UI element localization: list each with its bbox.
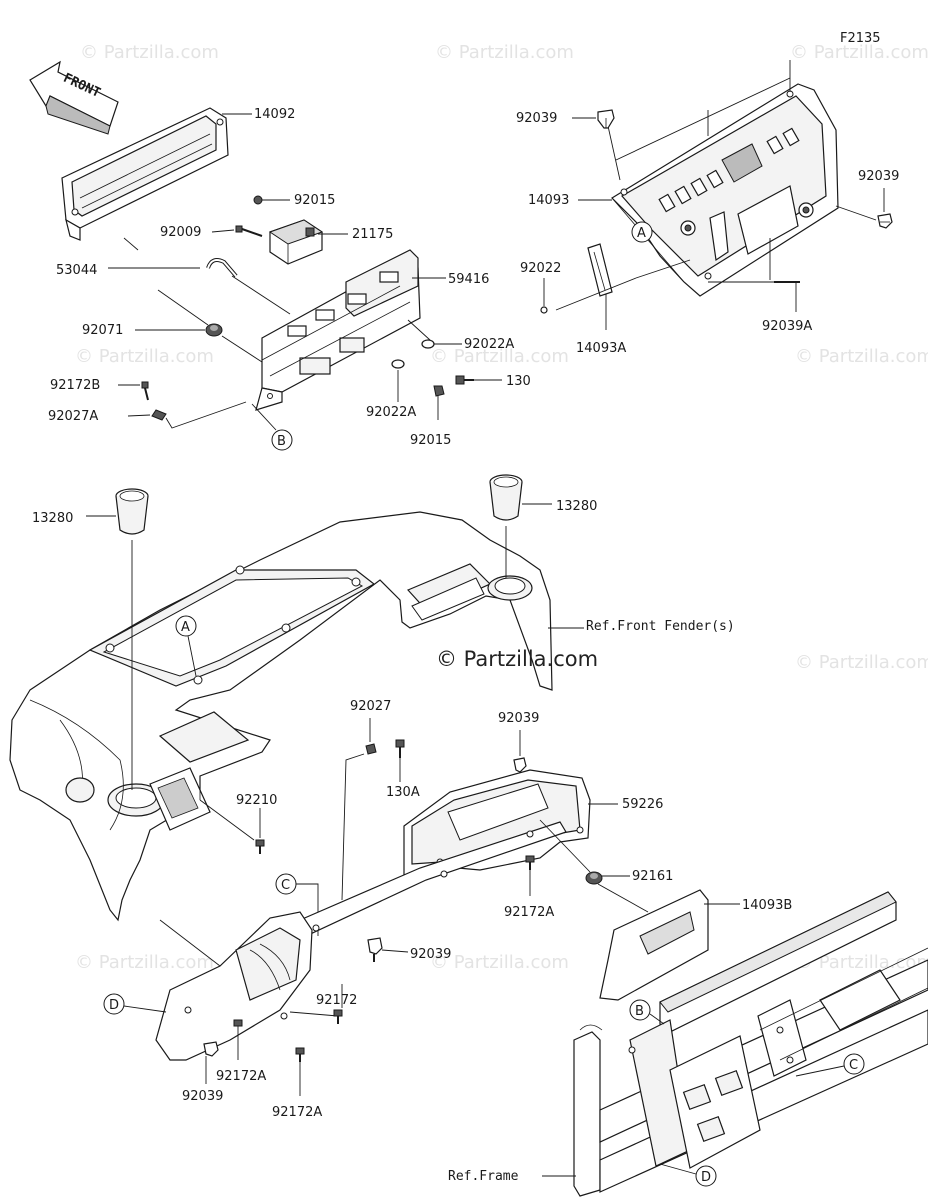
screw-92210-icon bbox=[255, 839, 265, 854]
front-arrow-icon: FRONT bbox=[29, 60, 119, 135]
ref-marker-b bbox=[271, 429, 293, 451]
callout-92022: 92022 bbox=[520, 261, 561, 276]
nut-92027-icon bbox=[365, 743, 377, 755]
bolt-130A-icon bbox=[395, 739, 405, 758]
callout-92172B: 92172B bbox=[50, 378, 100, 393]
ref-b-label: B bbox=[277, 434, 286, 449]
watermark: © Partzilla.com bbox=[430, 346, 569, 367]
callout-92027: 92027 bbox=[350, 699, 391, 714]
callout-92015-bottom: 92015 bbox=[410, 433, 451, 448]
callout-92009: 92009 bbox=[160, 225, 201, 240]
callout-92022A-bottom: 92022A bbox=[366, 405, 416, 420]
callout-92172A-bottom: 92172A bbox=[272, 1105, 322, 1120]
callout-92172: 92172 bbox=[316, 993, 357, 1008]
dashboard-body bbox=[9, 511, 553, 922]
nut-92015-icon bbox=[433, 385, 445, 397]
watermark: © Partzilla.com bbox=[795, 346, 928, 367]
callout-130: 130 bbox=[506, 374, 531, 389]
ref-marker-a bbox=[175, 615, 197, 637]
callout-92015-top: 92015 bbox=[294, 193, 335, 208]
clip-92039-icon bbox=[367, 937, 383, 962]
figure-code: F2135 bbox=[840, 31, 881, 46]
strip-14093A bbox=[587, 243, 613, 297]
screw-92172A-icon bbox=[233, 1019, 243, 1027]
callout-92039-low: 92039 bbox=[410, 947, 451, 962]
watermark: © Partzilla.com bbox=[75, 346, 214, 367]
clip-92039-icon bbox=[597, 109, 615, 129]
washer-92022A-icon bbox=[421, 339, 435, 349]
bolt-130-icon bbox=[455, 375, 474, 385]
panel-59226 bbox=[403, 769, 591, 877]
ref-d-label: D bbox=[701, 1170, 711, 1185]
callout-92039-right: 92039 bbox=[858, 169, 899, 184]
callout-13280-right: 13280 bbox=[556, 499, 597, 514]
callout-13280-left: 13280 bbox=[32, 511, 73, 526]
callout-21175: 21175 bbox=[352, 227, 393, 242]
callout-92039-bottom: 92039 bbox=[182, 1089, 223, 1104]
meter-panel-14093 bbox=[611, 83, 839, 297]
bolt-92009-icon bbox=[235, 225, 263, 237]
nut-92027A-icon bbox=[151, 409, 167, 421]
callout-92039-mid: 92039 bbox=[498, 711, 539, 726]
ref-b-label: B bbox=[635, 1004, 644, 1019]
cup-holder-13280-left bbox=[115, 488, 149, 535]
screw-92015-icon bbox=[253, 195, 263, 205]
ecu-bracket-59416 bbox=[255, 249, 421, 411]
watermark-center: © Partzilla.com bbox=[436, 647, 598, 671]
relay-21175 bbox=[268, 219, 324, 265]
watermark: © Partzilla.com bbox=[75, 952, 214, 973]
callout-14093: 14093 bbox=[528, 193, 569, 208]
cover-14093B bbox=[599, 889, 709, 1001]
watermark: © Partzilla.com bbox=[435, 42, 574, 63]
ref-frame: Ref.Frame bbox=[448, 1169, 519, 1184]
clip-92039-icon bbox=[513, 757, 527, 773]
callout-14092: 14092 bbox=[254, 107, 295, 122]
callout-92172A-mid: 92172A bbox=[504, 905, 554, 920]
callout-92027A: 92027A bbox=[48, 409, 98, 424]
callout-92161: 92161 bbox=[632, 869, 673, 884]
callout-59226: 59226 bbox=[622, 797, 663, 812]
screw-92172-icon bbox=[333, 1009, 343, 1024]
clip-92039-icon bbox=[877, 213, 893, 229]
screw-92172A-icon bbox=[525, 855, 535, 870]
meter-frame-14092 bbox=[61, 107, 229, 241]
screw-92172B-icon bbox=[141, 381, 149, 401]
ref-a-label: A bbox=[637, 226, 646, 241]
callout-92172A-left: 92172A bbox=[216, 1069, 266, 1084]
clip-92039-icon bbox=[203, 1041, 219, 1057]
watermark: © Partzilla.com bbox=[795, 652, 928, 673]
vehicle-frame bbox=[573, 891, 928, 1197]
ref-c-label: C bbox=[281, 878, 290, 893]
ref-c-label: C bbox=[849, 1058, 858, 1073]
callout-92022A-right: 92022A bbox=[464, 337, 514, 352]
ref-marker-c bbox=[843, 1053, 865, 1075]
washer-92022A-icon bbox=[391, 359, 405, 369]
ref-front-fender: Ref.Front Fender(s) bbox=[586, 619, 735, 634]
callout-92039A: 92039A bbox=[762, 319, 812, 334]
ref-marker-d bbox=[695, 1165, 717, 1187]
watermark: © Partzilla.com bbox=[80, 42, 219, 63]
ref-marker-b bbox=[629, 999, 651, 1021]
callout-14093B: 14093B bbox=[742, 898, 792, 913]
ref-marker-a bbox=[631, 221, 653, 243]
ref-d-label: D bbox=[109, 998, 119, 1013]
callout-92210: 92210 bbox=[236, 793, 277, 808]
callout-14093A: 14093A bbox=[576, 341, 626, 356]
callout-92039-top: 92039 bbox=[516, 111, 557, 126]
callout-59416: 59416 bbox=[448, 272, 489, 287]
watermark: © Partzilla.com bbox=[790, 42, 928, 63]
lower-left-panel bbox=[155, 911, 313, 1061]
callout-130A: 130A bbox=[386, 785, 420, 800]
watermark: © Partzilla.com bbox=[795, 952, 928, 973]
ref-marker-d bbox=[103, 993, 125, 1015]
callout-53044: 53044 bbox=[56, 263, 97, 278]
washer-92022-icon bbox=[540, 306, 548, 314]
watermark: © Partzilla.com bbox=[430, 952, 569, 973]
ref-a-label: A bbox=[181, 620, 190, 635]
callout-92071: 92071 bbox=[82, 323, 123, 338]
screw-92172A-icon bbox=[295, 1047, 305, 1062]
cup-holder-13280-right bbox=[489, 474, 523, 521]
